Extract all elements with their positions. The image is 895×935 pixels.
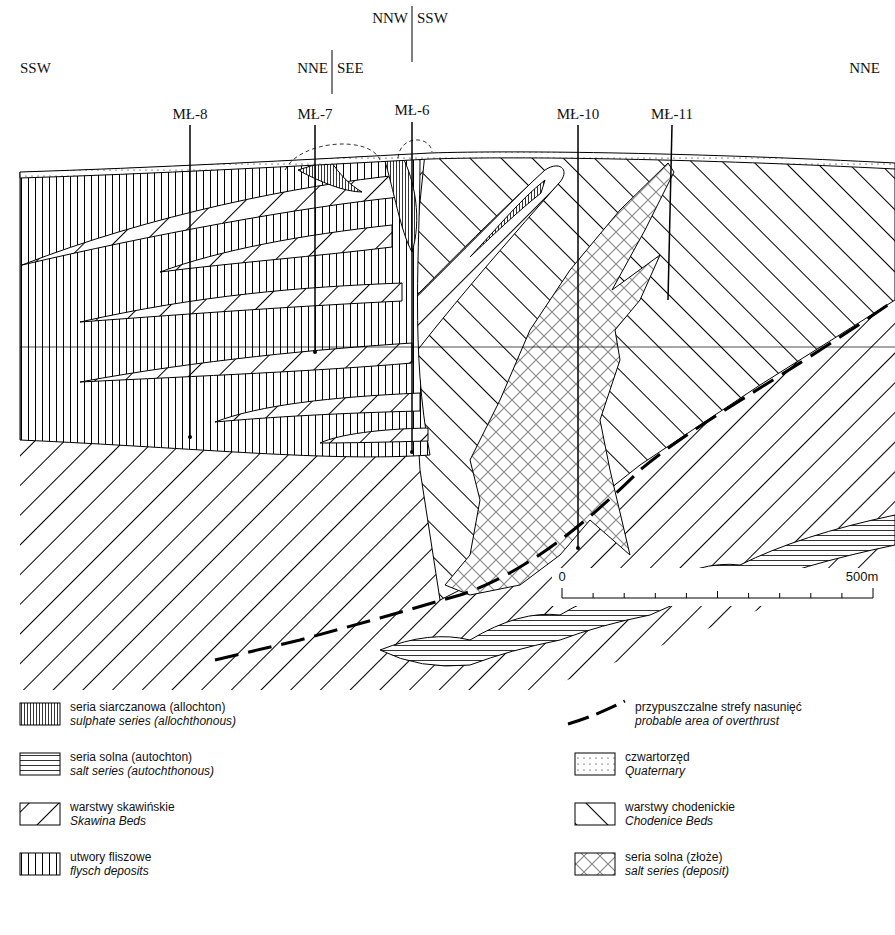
borehole-label: MŁ-10 <box>557 106 600 123</box>
borehole <box>668 125 672 300</box>
borehole <box>189 125 191 437</box>
direction-label: NNW <box>372 10 408 27</box>
eroded-outline <box>398 140 432 158</box>
skawina-lens <box>80 283 402 322</box>
legend-text: utwory fliszowe <box>70 850 151 864</box>
legend-sample <box>20 853 60 875</box>
legend-sample <box>20 803 60 825</box>
borehole <box>314 125 316 352</box>
sulphate-lens <box>470 180 545 257</box>
direction-label: SSW <box>417 10 448 27</box>
borehole-end <box>313 350 317 354</box>
direction-divider <box>332 50 333 94</box>
overthrust-line <box>215 300 895 660</box>
quaternary-band <box>20 152 895 178</box>
borehole <box>411 122 413 452</box>
legend-text: seria solna (autochton) <box>70 750 192 764</box>
borehole-end <box>188 435 192 439</box>
legend-text: Chodenice Beds <box>625 814 713 828</box>
skawina-beds <box>0 140 895 700</box>
borehole-label: MŁ-8 <box>173 106 208 123</box>
legend-samples <box>20 703 615 875</box>
sulphate-lenses <box>298 156 417 252</box>
legend-text: salt series (deposit) <box>625 864 729 878</box>
scale-bar <box>562 588 873 598</box>
legend-text: czwartorzęd <box>625 750 690 764</box>
legend-text: warstwy skawińskie <box>70 800 175 814</box>
legend-text: Skawina Beds <box>70 814 146 828</box>
skawina-lens <box>160 225 392 272</box>
legend-sample <box>575 803 615 825</box>
legend-sample <box>20 753 60 775</box>
borehole-label: MŁ-7 <box>298 106 333 123</box>
scale-label: 500m <box>844 570 881 585</box>
legend-text: warstwy chodenickie <box>625 800 735 814</box>
direction-label: SEE <box>337 60 364 77</box>
skawina-lenses <box>22 175 428 443</box>
legend-sample <box>20 703 60 725</box>
eroded-outline <box>285 144 380 170</box>
legend-overthrust-sample <box>568 701 625 724</box>
legend-text: przypuszczalne strefy nasunięć <box>635 700 802 714</box>
boreholes <box>190 122 672 548</box>
direction-label: SSW <box>20 60 51 77</box>
borehole-label: MŁ-6 <box>395 102 430 119</box>
legend-text: sulphate series (allochthonous) <box>70 714 236 728</box>
direction-divider <box>412 6 413 62</box>
direction-label: NNE <box>297 60 328 77</box>
borehole-ends <box>188 350 580 550</box>
salt-deposit <box>445 163 674 595</box>
section-body <box>0 140 895 700</box>
section-edge <box>20 172 21 440</box>
legend-sample <box>575 853 615 875</box>
skawina-lens <box>215 393 420 422</box>
legend-text: seria siarczanowa (allochton) <box>70 700 225 714</box>
borehole <box>577 125 579 548</box>
legend-sample <box>575 753 615 775</box>
scale-label: 0 <box>556 570 567 585</box>
legend-text: Quaternary <box>625 764 685 778</box>
legend-text: seria solna (złoże) <box>625 850 722 864</box>
direction-label: NNE <box>849 60 880 77</box>
legend-text: salt series (autochthonous) <box>70 764 214 778</box>
legend-text: probable area of overthrust <box>635 714 779 728</box>
skawina-lens <box>80 343 412 382</box>
reference-line <box>20 347 895 348</box>
legend-text: flysch deposits <box>70 864 149 878</box>
scale-ground <box>552 568 886 606</box>
borehole-end <box>410 450 414 454</box>
borehole-label: MŁ-11 <box>651 106 693 123</box>
borehole-end <box>576 546 580 550</box>
flysch-block <box>20 154 430 457</box>
salt-autochthonous <box>380 515 895 666</box>
